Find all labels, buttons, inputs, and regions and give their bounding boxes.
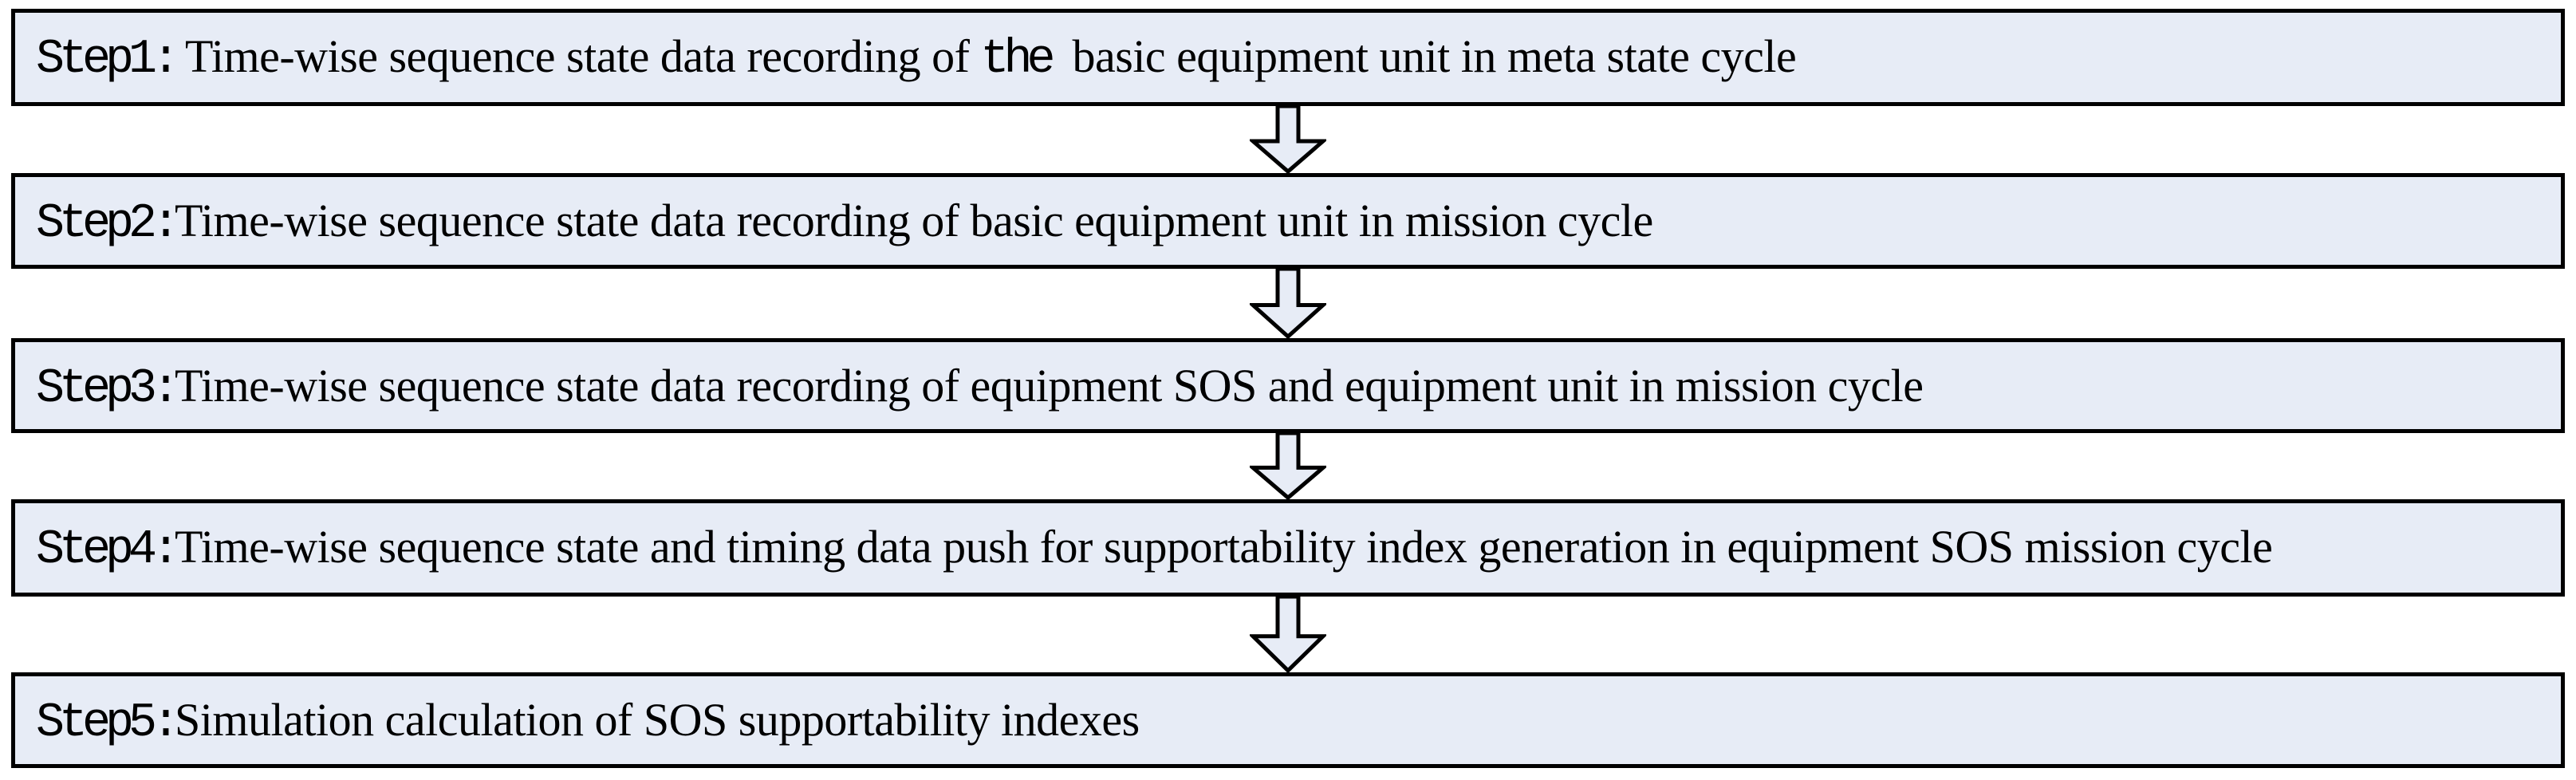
step-3-label: Step3: xyxy=(36,362,180,416)
down-arrow-icon xyxy=(1250,597,1326,672)
connector-4-5 xyxy=(11,597,2565,672)
step-2-label: Step2: xyxy=(36,197,180,251)
down-arrow-icon xyxy=(1250,106,1326,173)
step-4-label: Step4: xyxy=(36,523,180,577)
step-box-3: Step3:Time-wise sequence state data reco… xyxy=(11,338,2565,433)
step-5-text: Simulation calculation of SOS supportabi… xyxy=(175,694,1140,746)
step-2-text: Time-wise sequence state data recording … xyxy=(175,195,1653,246)
connector-2-3 xyxy=(11,269,2565,338)
step-1-text-cont: basic equipment unit in meta state cycle xyxy=(1050,30,1797,82)
connector-3-4 xyxy=(11,433,2565,499)
step-5-label: Step5: xyxy=(36,696,180,750)
down-arrow-icon xyxy=(1250,269,1326,338)
step-4-text: Time-wise sequence state and timing data… xyxy=(175,521,2273,573)
step-box-1: Step1: Time-wise sequence state data rec… xyxy=(11,9,2565,106)
step-1-label: Step1: xyxy=(36,33,180,87)
step-1-text: Time-wise sequence state data recording … xyxy=(175,30,981,82)
step-box-4: Step4:Time-wise sequence state and timin… xyxy=(11,499,2565,597)
step-1-text-emphasis: the xyxy=(980,33,1055,87)
connector-1-2 xyxy=(11,106,2565,173)
step-box-2: Step2:Time-wise sequence state data reco… xyxy=(11,173,2565,269)
down-arrow-icon xyxy=(1250,433,1326,499)
step-box-5: Step5:Simulation calculation of SOS supp… xyxy=(11,672,2565,768)
step-3-text: Time-wise sequence state data recording … xyxy=(175,360,1924,412)
